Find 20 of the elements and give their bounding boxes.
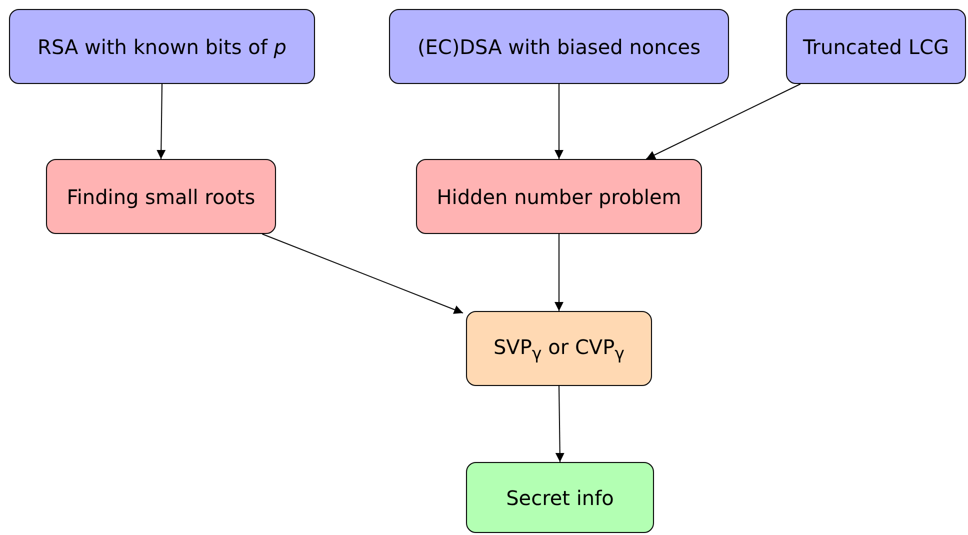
box-label: Finding small roots: [66, 184, 256, 208]
arrow: [555, 386, 564, 462]
process-box: [46, 159, 276, 234]
arrow: [156, 84, 166, 160]
arrow: [646, 84, 801, 160]
process-box: [466, 311, 652, 386]
process-box: [9, 9, 315, 84]
process-box: [389, 9, 729, 84]
box-label: (EC)DSA with biased nonces: [417, 34, 701, 58]
arrow: [554, 84, 564, 160]
process-box: [416, 159, 702, 234]
process-box: [466, 462, 654, 533]
arrow: [262, 234, 464, 314]
process-box: [786, 9, 966, 84]
box-label: Hidden number problem: [436, 184, 682, 208]
box-label: RSA with known bits of p: [38, 34, 286, 58]
box-label: Secret info: [506, 486, 614, 510]
arrow: [554, 234, 564, 312]
box-label: SVP$_{γ}$ or CVP$_{γ}$: [493, 334, 625, 362]
box-label: Truncated LCG: [803, 34, 949, 58]
